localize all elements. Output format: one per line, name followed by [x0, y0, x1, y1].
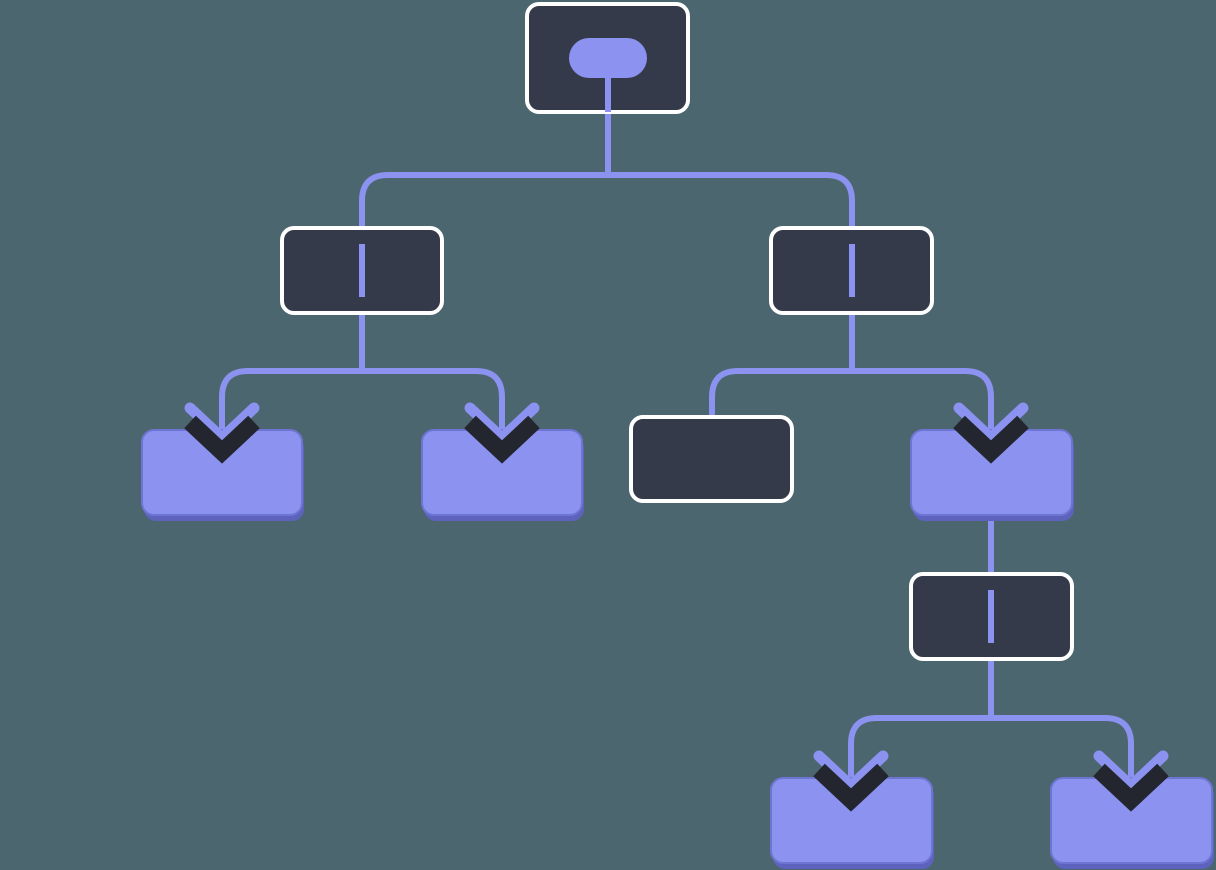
arrow-chevron-dark	[464, 415, 540, 464]
arrow-chevron-dark	[813, 763, 889, 812]
empty-dark-node[interactable]	[629, 415, 794, 503]
arrow-down-icon	[1093, 750, 1169, 812]
connector-branch-right-to-leaf-3	[852, 368, 994, 432]
arrow-chevron-dark	[184, 415, 260, 464]
arrow-down-icon	[813, 750, 889, 812]
arrow-chevron-light	[464, 402, 540, 444]
connector-branch-left-to-leaf-1	[219, 368, 362, 432]
leaf-body[interactable]	[421, 429, 583, 516]
arrow-chevron-dark	[1093, 763, 1169, 812]
leaf-node-5[interactable]	[1050, 777, 1214, 869]
branch-node-left[interactable]	[280, 226, 444, 315]
connector-layer	[219, 112, 1134, 780]
arrow-down-icon	[184, 402, 260, 464]
connector-root-to-branch-right	[608, 172, 855, 228]
branch-node-bottom[interactable]	[909, 572, 1074, 661]
leaf-node-2[interactable]	[421, 429, 584, 521]
node-layer	[141, 2, 1214, 869]
arrow-chevron-light	[1093, 750, 1169, 792]
root-node[interactable]	[525, 2, 690, 114]
arrow-down-icon	[953, 402, 1029, 464]
arrow-chevron-dark	[953, 415, 1029, 464]
arrow-chevron-light	[184, 402, 260, 444]
arrow-layer	[184, 402, 1169, 812]
connector-branch-right-to-empty-node	[709, 368, 852, 419]
leaf-node-4[interactable]	[770, 777, 934, 869]
connector-branch-bottom-to-leaf-4	[848, 715, 991, 780]
arrow-chevron-light	[813, 750, 889, 792]
leaf-body[interactable]	[141, 429, 303, 516]
connector-root-to-branch-left	[359, 172, 608, 228]
leaf-node-1[interactable]	[141, 429, 304, 521]
branch-node-right[interactable]	[769, 226, 934, 315]
arrow-down-icon	[464, 402, 540, 464]
connector-branch-bottom-to-leaf-5	[991, 715, 1134, 780]
connector-branch-left-to-leaf-2	[362, 368, 505, 432]
dark-node-body[interactable]	[629, 415, 794, 503]
leaf-node-3[interactable]	[910, 429, 1074, 521]
arrow-chevron-light	[953, 402, 1029, 444]
